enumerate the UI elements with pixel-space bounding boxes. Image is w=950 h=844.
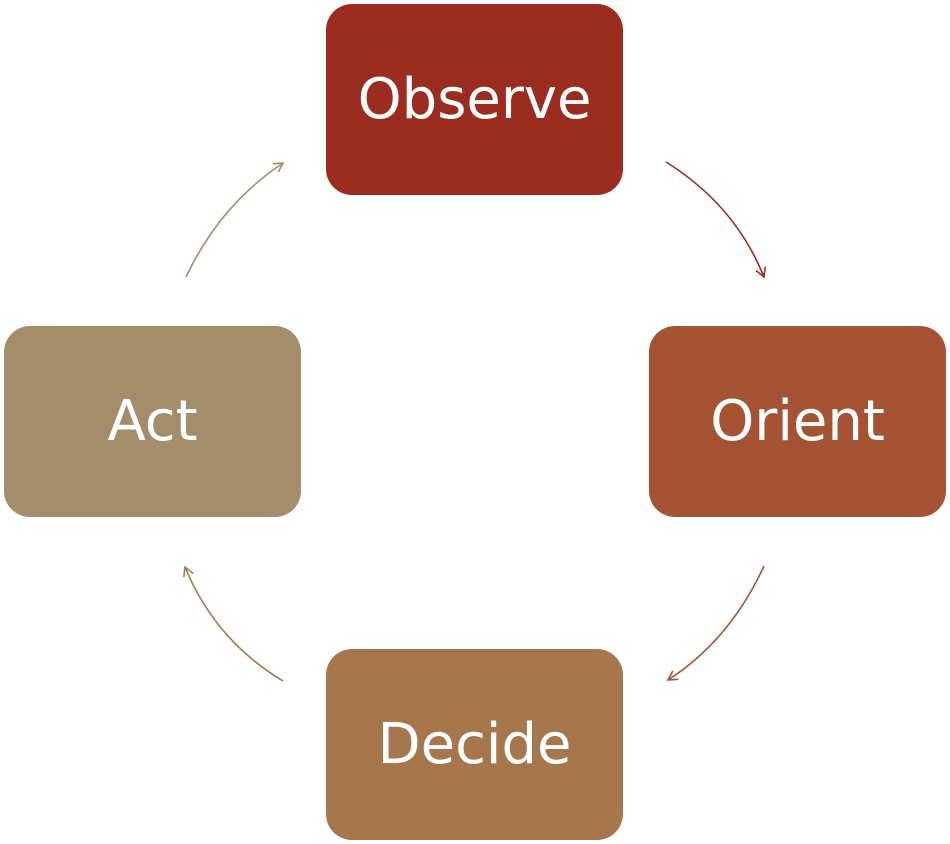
arrow-orient-to-decide: [666, 565, 765, 681]
step-observe-box: Observe: [326, 4, 623, 195]
step-orient-label: Orient: [710, 388, 885, 454]
step-observe-label: Observe: [357, 66, 592, 132]
step-decide-label: Decide: [377, 711, 572, 777]
arrow-act-to-observe: [185, 162, 285, 278]
step-act-label: Act: [107, 388, 198, 454]
step-act-box: Act: [4, 326, 301, 517]
step-orient-box: Orient: [649, 326, 946, 517]
arrow-observe-to-orient: [665, 161, 767, 279]
arrow-decide-to-act: [183, 565, 284, 682]
step-decide-box: Decide: [326, 649, 623, 840]
